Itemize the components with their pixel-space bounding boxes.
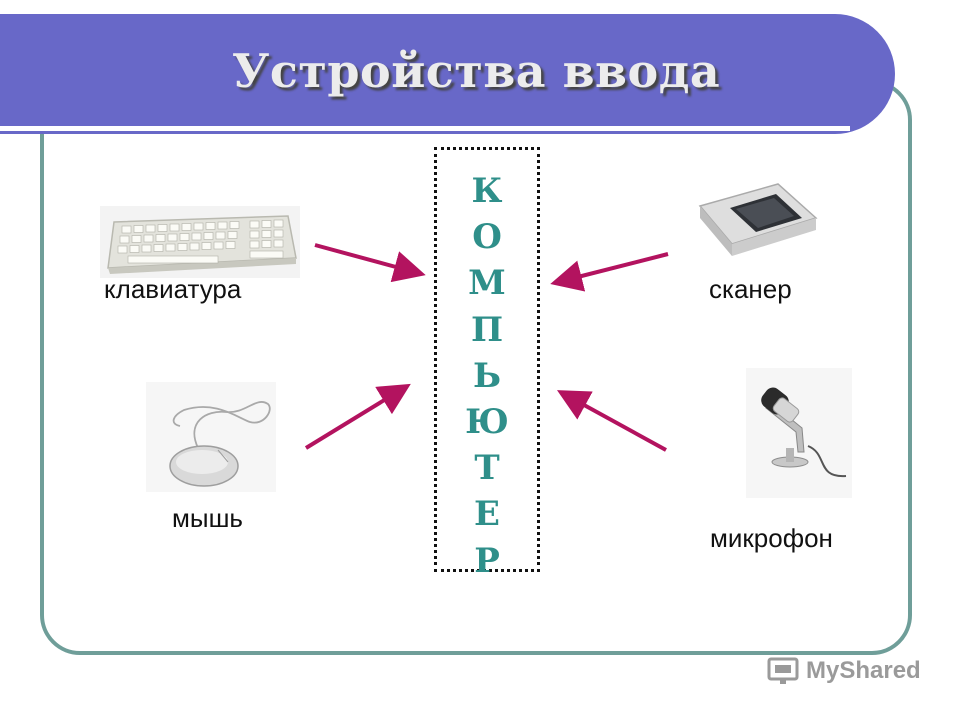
microphone-icon bbox=[746, 368, 852, 498]
watermark: MyShared bbox=[766, 656, 921, 686]
myshared-logo-icon bbox=[767, 657, 799, 684]
watermark-text: MyShared bbox=[806, 657, 921, 684]
computer-letter: Ь bbox=[472, 355, 502, 396]
slide-title: Устройства ввода bbox=[232, 44, 721, 98]
keyboard-icon bbox=[100, 206, 300, 278]
computer-letter: П bbox=[470, 309, 504, 350]
scanner-icon bbox=[690, 178, 822, 264]
keyboard-arrow bbox=[314, 243, 426, 283]
slide-frame bbox=[40, 80, 912, 655]
computer-letter: Е bbox=[474, 494, 500, 535]
keyboard-label: клавиатура bbox=[104, 274, 242, 304]
title-banner bbox=[0, 14, 895, 134]
computer-vertical-word: К О М П Ь Ю Т Е Р bbox=[437, 168, 537, 584]
microphone-label: микрофон bbox=[710, 523, 833, 553]
scanner-arrow bbox=[550, 252, 669, 292]
scanner-label: сканер bbox=[709, 274, 792, 304]
computer-box: К О М П Ь Ю Т Е Р bbox=[434, 147, 540, 581]
computer-letter: М bbox=[468, 263, 506, 304]
mouse-icon bbox=[146, 382, 276, 492]
computer-letter: К bbox=[471, 171, 503, 211]
computer-letter: Ю bbox=[465, 401, 509, 442]
banner-underline bbox=[0, 126, 850, 131]
computer-letter: О bbox=[472, 217, 502, 258]
mouse-label: мышь bbox=[172, 503, 243, 533]
computer-letter: Т bbox=[474, 448, 500, 489]
microphone-arrow bbox=[556, 390, 667, 452]
mouse-arrow bbox=[304, 383, 411, 450]
computer-letter: Р bbox=[474, 540, 500, 581]
